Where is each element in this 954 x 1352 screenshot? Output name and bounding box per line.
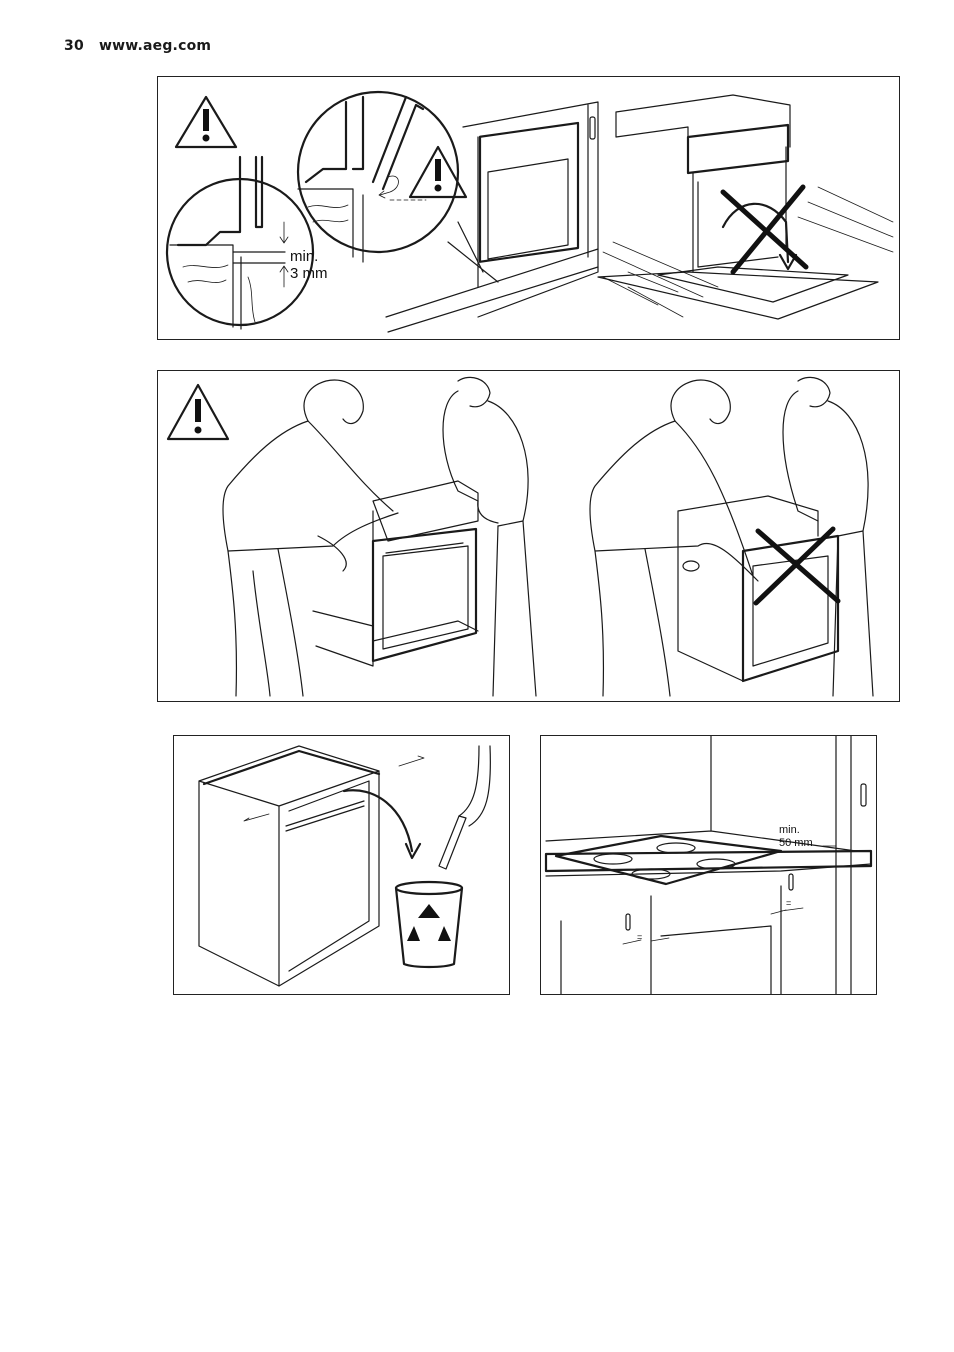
clearance-line1: min. (779, 824, 813, 837)
warning-triangle-icon (176, 97, 236, 147)
recycle-bin-icon (396, 882, 462, 967)
site-url: www.aeg.com (99, 38, 211, 54)
page-header: 30 www.aeg.com (64, 38, 211, 54)
warning-triangle-icon (168, 385, 228, 439)
gap-label: min. 3 mm (290, 248, 328, 283)
figure-remove-strip (173, 735, 510, 995)
equal-mark-right: = (786, 898, 791, 908)
gap-label-line2: 3 mm (290, 265, 328, 282)
figure-hob-clearance: min. 50 mm = = (540, 735, 877, 995)
figure-gap-detail: min. 3 mm (157, 76, 900, 340)
clearance-line2: 50 mm (779, 837, 813, 850)
clearance-label: min. 50 mm (779, 824, 813, 849)
page-number: 30 (64, 38, 84, 54)
equal-mark-left: = (637, 932, 642, 942)
figure-lifting (157, 370, 900, 702)
gap-label-line1: min. (290, 248, 328, 265)
